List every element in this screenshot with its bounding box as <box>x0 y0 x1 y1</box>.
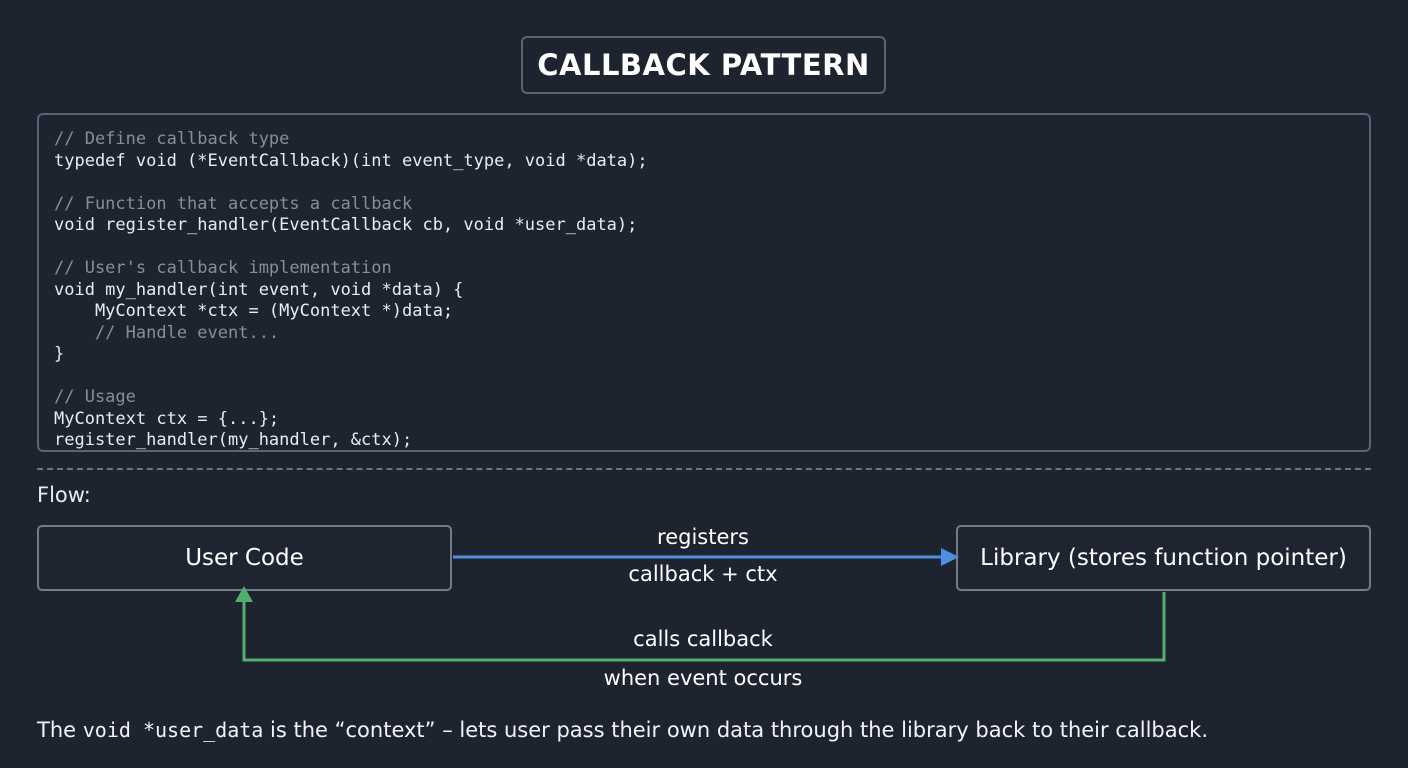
caption-part2: is the “context” – lets user pass their … <box>263 718 1208 742</box>
flow-node-user-code-label: User Code <box>185 545 304 571</box>
code-line: void my_handler(int event, void *data) { <box>54 279 464 300</box>
calls-callback-arrow-label-top: calls callback <box>633 627 773 651</box>
code-line: } <box>54 344 65 364</box>
flow-node-library-label: Library (stores function pointer) <box>980 545 1347 571</box>
code-line: // User's callback implementation <box>54 258 392 278</box>
code-block-panel: // Define callback type typedef void (*E… <box>37 113 1371 452</box>
code-line: register_handler(my_handler, &ctx); <box>54 430 413 450</box>
flow-node-user-code: User Code <box>37 525 452 591</box>
code-line: MyContext ctx = {...}; <box>54 408 280 429</box>
page-title: CALLBACK PATTERN <box>537 48 870 82</box>
code-line: // Function that accepts a callback <box>54 193 413 214</box>
code-snippet: // Define callback type typedef void (*E… <box>54 129 1369 452</box>
code-line: typedef void (*EventCallback)(int event_… <box>54 150 648 171</box>
caption-part1: The <box>37 718 83 742</box>
code-line: // Define callback type <box>54 129 290 149</box>
caption-mono-code: void *user_data <box>82 718 264 742</box>
caption: The void *user_data is the “context” – l… <box>37 718 1208 742</box>
flow-section-label: Flow: <box>37 483 91 507</box>
code-line: // Handle event... <box>54 322 280 343</box>
code-line: // Usage <box>54 387 136 407</box>
calls-callback-arrow-label-bottom: when event occurs <box>603 666 803 690</box>
code-line: MyContext *ctx = (MyContext *)data; <box>54 301 454 321</box>
registers-arrow-label-bottom: callback + ctx <box>628 562 778 586</box>
section-divider <box>37 468 1371 470</box>
registers-arrow-label-top: registers <box>657 525 749 549</box>
flow-node-library: Library (stores function pointer) <box>956 525 1371 591</box>
title-box: CALLBACK PATTERN <box>521 36 886 94</box>
code-line: void register_handler(EventCallback cb, … <box>54 215 638 235</box>
